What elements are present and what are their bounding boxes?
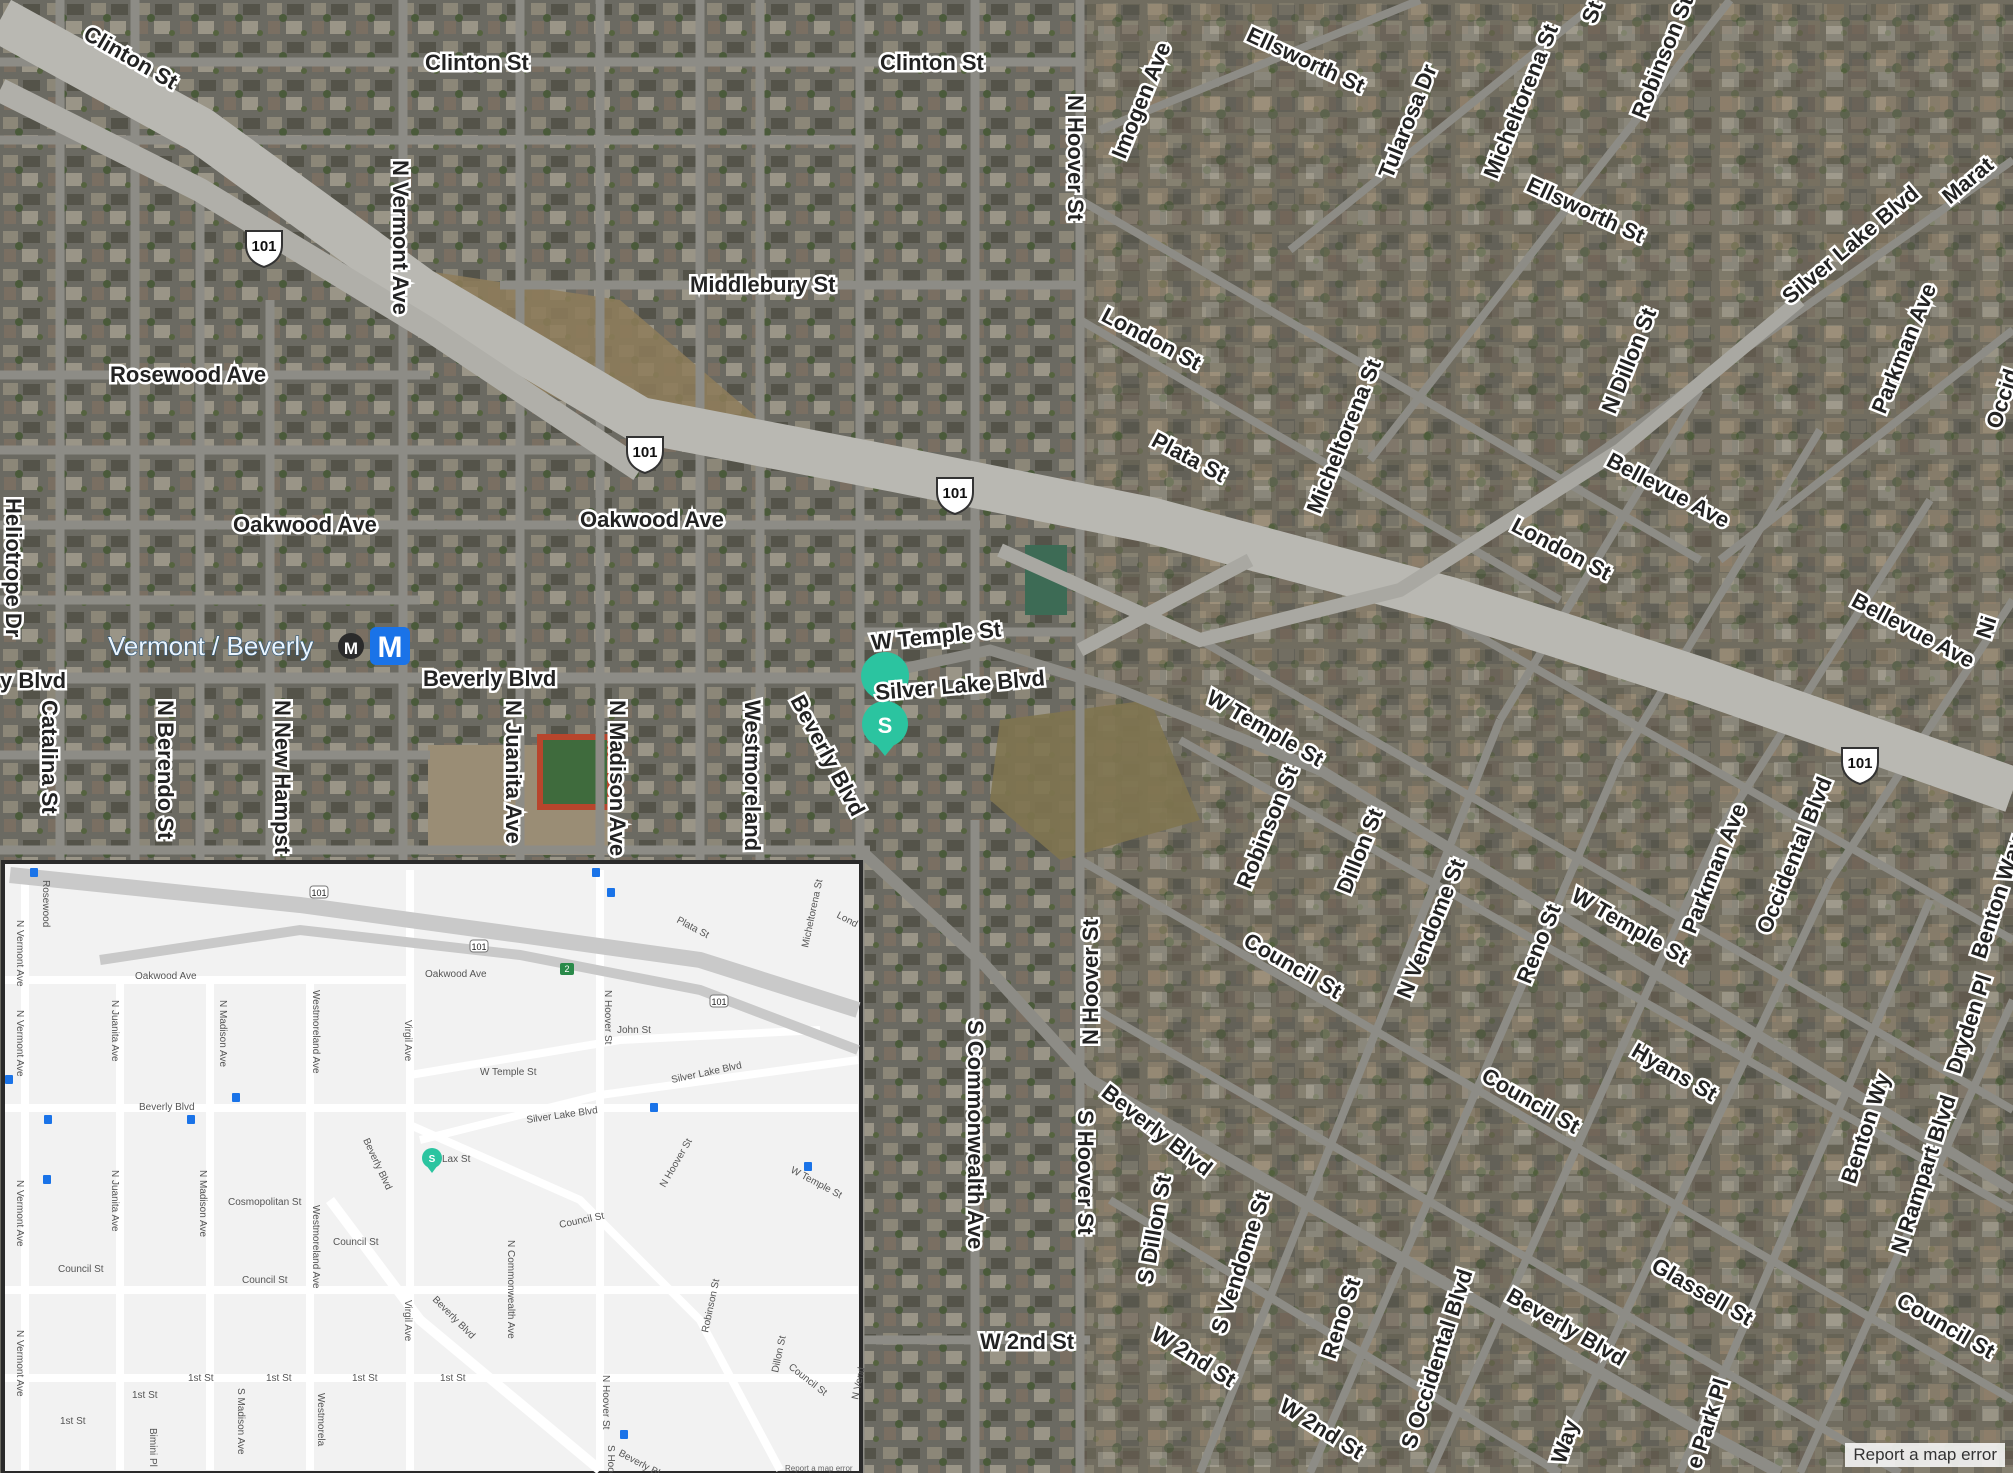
metro-small-icon [338, 633, 364, 659]
report-map-error-link[interactable]: Report a map error [1845, 1443, 2005, 1467]
street-label: Oakwood Ave [233, 512, 377, 537]
inset-location-pin-icon[interactable]: S [422, 1148, 442, 1173]
svg-text:N Juanita Ave: N Juanita Ave [109, 1000, 120, 1062]
svg-text:101: 101 [311, 888, 326, 898]
svg-text:N Vermont Ave: N Vermont Ave [14, 1330, 25, 1397]
inset-report-error-link[interactable]: Report a map error [785, 1464, 853, 1473]
svg-text:S Madison Ave: S Madison Ave [235, 1388, 246, 1455]
svg-text:S Hoo: S Hoo [605, 1445, 616, 1473]
svg-text:1st St: 1st St [266, 1373, 292, 1384]
street-label: N Berendo St [153, 700, 178, 840]
street-label: W 2nd St [980, 1329, 1075, 1354]
street-label: Clinton St [425, 50, 530, 75]
inset-map[interactable]: 101 101 101 2 [1, 860, 868, 1473]
svg-text:101: 101 [632, 444, 657, 461]
svg-text:S: S [429, 1154, 436, 1165]
inset-freeway-shield-101: 101 [309, 885, 329, 899]
street-label: Rosewood Ave [110, 362, 266, 387]
inset-freeway-shield-101: 101 [469, 939, 489, 953]
svg-text:N Vermont Ave: N Vermont Ave [14, 1180, 25, 1247]
street-label: Westmoreland [740, 700, 765, 851]
metro-small-letter: M [344, 639, 358, 658]
svg-text:101: 101 [251, 238, 276, 255]
svg-text:Westmoreland Ave: Westmoreland Ave [310, 1205, 321, 1289]
svg-text:101: 101 [1847, 755, 1872, 772]
metro-badge-letter: M [378, 631, 403, 664]
street-label: Heliotrope Dr [1, 498, 26, 638]
street-label: Catalina St [37, 700, 62, 814]
street-label: S Hoover St [1073, 1110, 1098, 1235]
svg-text:Westmoreland Ave: Westmoreland Ave [310, 990, 321, 1074]
street-label: y Blvd [0, 668, 66, 693]
street-label: Beverly Blvd [423, 666, 556, 691]
svg-text:101: 101 [942, 485, 967, 502]
svg-text:Virgil Ave: Virgil Ave [402, 1020, 413, 1062]
inset-route-shield-2: 2 [560, 963, 574, 975]
svg-text:Rosewood: Rosewood [40, 880, 51, 927]
svg-text:John St: John St [617, 1025, 651, 1036]
svg-text:N Madison Ave: N Madison Ave [217, 1000, 228, 1068]
svg-text:W Temple St: W Temple St [480, 1067, 537, 1078]
svg-text:S: S [878, 713, 893, 738]
metro-icon[interactable] [370, 627, 410, 665]
svg-text:Beverly Blvd: Beverly Blvd [139, 1102, 195, 1113]
svg-text:Oakwood Ave: Oakwood Ave [425, 969, 487, 980]
street-label: N Vermont Ave [388, 160, 413, 315]
svg-text:N Vermont Ave: N Vermont Ave [14, 1010, 25, 1077]
inset-bus-stops [5, 868, 812, 1439]
svg-text:Lax St: Lax St [442, 1154, 471, 1165]
svg-text:Council St: Council St [58, 1264, 104, 1275]
svg-text:Bimini Pl: Bimini Pl [147, 1428, 158, 1467]
street-label: N Hoover St [1063, 95, 1088, 222]
svg-text:N Hoover St: N Hoover St [602, 990, 613, 1045]
svg-text:1st St: 1st St [188, 1373, 214, 1384]
svg-text:Westmorela: Westmorela [315, 1393, 326, 1447]
inset-freeway-shield-101: 101 [709, 994, 729, 1008]
svg-text:Cosmopolitan St: Cosmopolitan St [228, 1197, 302, 1208]
svg-text:N Hoover St: N Hoover St [600, 1375, 611, 1430]
freeway-shield-101: 101 [626, 436, 664, 475]
freeway-shield-101: 101 [936, 477, 974, 516]
street-label: N New Hampst [270, 700, 295, 855]
location-pin-icon[interactable]: S [861, 652, 910, 756]
svg-text:Virgil Ave: Virgil Ave [402, 1300, 413, 1342]
svg-text:Council St: Council St [333, 1237, 379, 1248]
street-label: Oakwood Ave [580, 507, 724, 532]
svg-text:Oakwood Ave: Oakwood Ave [135, 971, 197, 982]
svg-text:N Madison Ave: N Madison Ave [197, 1170, 208, 1238]
station-label[interactable]: Vermont / Beverly [107, 630, 313, 661]
svg-text:N Commonwealth Ave: N Commonwealth Ave [505, 1240, 516, 1339]
svg-text:1st St: 1st St [60, 1416, 86, 1427]
freeway-shield-101: 101 [245, 230, 283, 269]
svg-text:1st St: 1st St [440, 1373, 466, 1384]
street-label: S Commonwealth Ave [963, 1020, 988, 1249]
svg-text:101: 101 [711, 997, 726, 1007]
street-label: Clinton St [880, 50, 985, 75]
street-label: N Madison Ave [605, 700, 630, 856]
street-label: N Hoover St [1078, 918, 1103, 1045]
svg-text:1st St: 1st St [132, 1390, 158, 1401]
street-label: Middlebury St [690, 272, 836, 297]
svg-text:Council St: Council St [242, 1275, 288, 1286]
svg-text:N Vermont Ave: N Vermont Ave [14, 920, 25, 987]
street-label: N Juanita Ave [501, 700, 526, 844]
svg-text:2: 2 [564, 964, 569, 974]
svg-text:N Juanita Ave: N Juanita Ave [109, 1170, 120, 1232]
freeway-shield-101: 101 [1841, 747, 1879, 786]
svg-text:101: 101 [471, 942, 486, 952]
svg-text:1st St: 1st St [352, 1373, 378, 1384]
